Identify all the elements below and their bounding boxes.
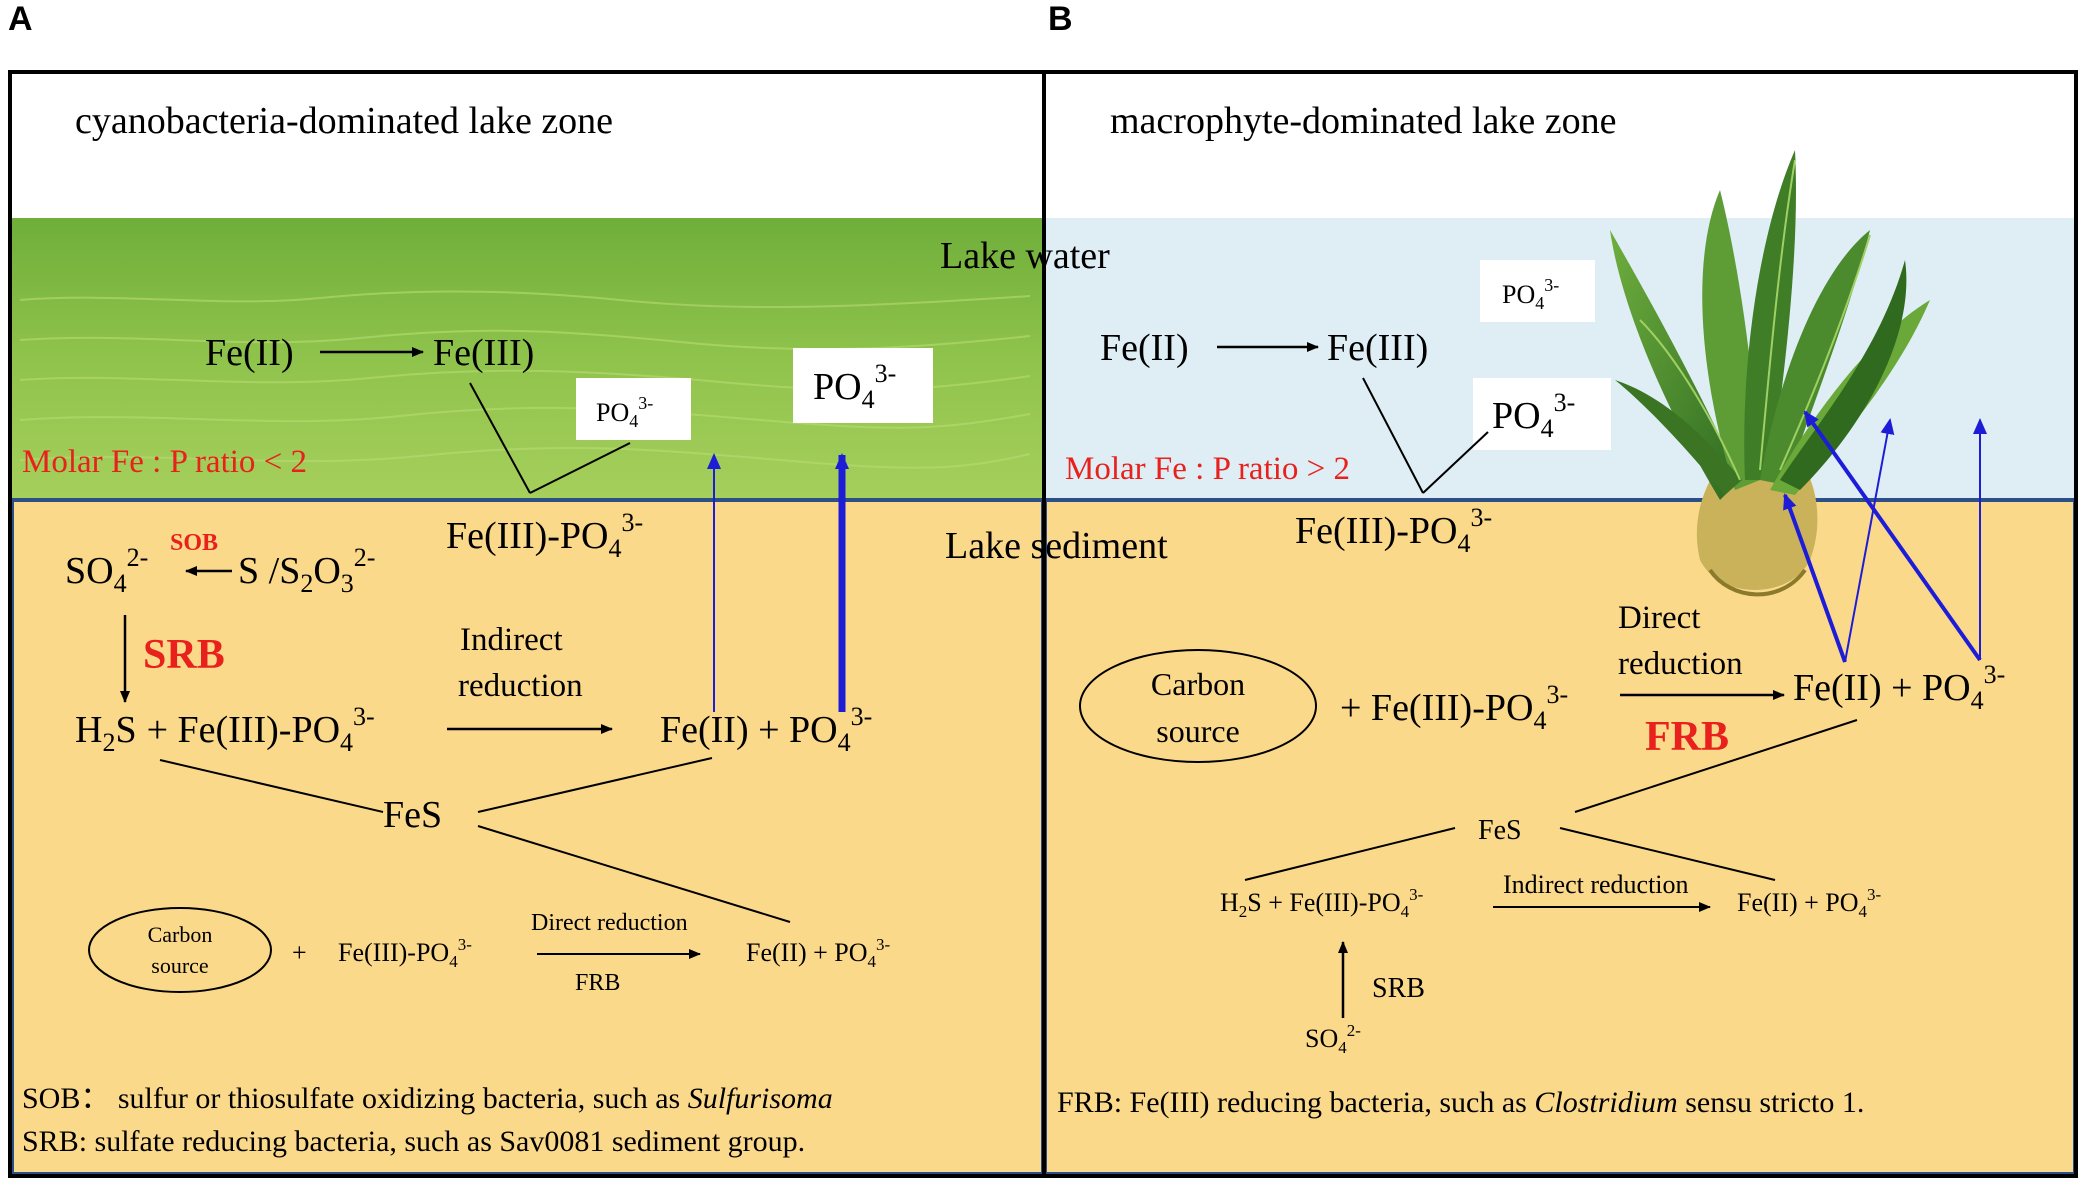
frame-b bbox=[1042, 70, 2078, 1178]
fe3po4-small-a: Fe(III)-PO43- bbox=[338, 935, 472, 971]
po4-box-big-text-a: PO43- bbox=[813, 359, 896, 414]
fes-a: FeS bbox=[383, 794, 442, 836]
uptake-arrow-1-b bbox=[1783, 493, 1847, 663]
po4-box-big-text-b: PO43- bbox=[1492, 388, 1575, 443]
panel-b: macrophyte-dominated lake zone Lake wate… bbox=[940, 100, 2077, 1176]
link-fe3-a bbox=[469, 382, 531, 494]
zone-title-a: cyanobacteria-dominated lake zone bbox=[75, 100, 613, 142]
footnote-srb-a: SRB: sulfate reducing bacteria, such as … bbox=[22, 1125, 805, 1158]
indirect-label-1-a: Indirect bbox=[460, 622, 563, 658]
link-po4-a bbox=[529, 442, 631, 494]
fe3-water-b: Fe(III) bbox=[1327, 327, 1428, 369]
fe3po4-sediment-b: Fe(III)-PO43- bbox=[1295, 503, 1492, 558]
po4-box-small-text-b: PO43- bbox=[1502, 275, 1559, 313]
frb-label-b: FRB bbox=[1645, 714, 1729, 760]
fe3po4-sediment-a: Fe(III)-PO43- bbox=[446, 508, 643, 563]
ratio-label-b: Molar Fe : P ratio > 2 bbox=[1065, 451, 1350, 487]
fe2-po4-small-b: Fe(II) + PO43- bbox=[1737, 885, 1882, 921]
carbon-source-2-a: source bbox=[151, 953, 208, 978]
footnote-sob-a: SOB： sulfur or thiosulfate oxidizing bac… bbox=[22, 1082, 833, 1115]
sediment-background-b bbox=[1045, 500, 2075, 1174]
fe3-water-a: Fe(III) bbox=[433, 332, 534, 374]
indirect-reduction-b: Indirect reduction bbox=[1503, 870, 1689, 899]
fes-link-left-a bbox=[159, 759, 384, 813]
uptake-arrow-3-b bbox=[1803, 410, 1982, 662]
so4-b: SO42- bbox=[1305, 1021, 1361, 1057]
po4-box-big-a bbox=[793, 348, 933, 423]
fe2-po4-sediment-a: Fe(II) + PO43- bbox=[660, 702, 872, 757]
fes-link-right-b bbox=[1559, 827, 1776, 881]
fe2-po4-sediment-b: Fe(II) + PO43- bbox=[1793, 660, 2005, 715]
carbon-source-1-a: Carbon bbox=[148, 922, 213, 947]
carbon-source-ellipse-b bbox=[1079, 649, 1317, 763]
carbon-source-2-b: source bbox=[1156, 713, 1240, 749]
po4-box-small-a bbox=[576, 378, 691, 440]
carbon-source-1-b: Carbon bbox=[1151, 666, 1245, 702]
srb-label-a: SRB bbox=[143, 632, 225, 678]
so4-a: SO42- bbox=[65, 543, 148, 598]
link-fe3-b bbox=[1362, 377, 1424, 494]
h2s-fe3po4-b: H2S + Fe(III)-PO43- bbox=[1220, 885, 1424, 921]
footnote-frb-b: FRB: Fe(III) reducing bacteria, such as … bbox=[1057, 1086, 1864, 1119]
carbon-source-ellipse-a bbox=[88, 907, 272, 993]
h2s-fe3po4-a: H2S+ Fe(III)-PO43- bbox=[75, 702, 375, 757]
fes-link-right-a bbox=[477, 757, 713, 813]
frb-small-a: FRB bbox=[575, 970, 620, 996]
panel-a: cyanobacteria-dominated lake zone Fe(II)… bbox=[10, 100, 1045, 1176]
direct-reduction-a: Direct reduction bbox=[531, 910, 688, 936]
indirect-label-2-a: reduction bbox=[458, 668, 583, 704]
fe2-water-a: Fe(II) bbox=[205, 332, 294, 374]
panel-label-a: A bbox=[8, 0, 33, 38]
srb-small-b: SRB bbox=[1372, 973, 1425, 1004]
direct-label-2-b: reduction bbox=[1618, 646, 1743, 682]
lake-sediment-label: Lake sediment bbox=[945, 525, 1168, 567]
fe2-water-b: Fe(II) bbox=[1100, 327, 1189, 369]
sediment-background-a bbox=[12, 500, 1043, 1174]
plus-a: + bbox=[292, 938, 307, 967]
fes-link-left-b bbox=[1244, 827, 1456, 881]
s-s2o3-a: S /S2O32- bbox=[238, 543, 375, 598]
uptake-arrow-2-b bbox=[1844, 418, 1895, 663]
direct-label-1-b: Direct bbox=[1618, 600, 1700, 636]
panel-label-b: B bbox=[1048, 0, 1073, 38]
macrophyte-plant bbox=[1610, 150, 1930, 597]
zone-title-b: macrophyte-dominated lake zone bbox=[1110, 100, 1616, 142]
fes-b: FeS bbox=[1478, 815, 1522, 846]
fes-link-lower-a bbox=[477, 825, 791, 923]
fe2-po4-small-a: Fe(II) + PO43- bbox=[746, 935, 891, 971]
sob-label-a: SOB bbox=[170, 530, 218, 556]
link-po4-b bbox=[1422, 431, 1489, 494]
fes-link-upper-b bbox=[1574, 719, 1858, 813]
po4-box-small-b bbox=[1480, 260, 1595, 322]
plus-fe3po4-b: + Fe(III)-PO43- bbox=[1340, 680, 1568, 735]
lake-water-label: Lake water bbox=[940, 235, 1110, 277]
po4-box-small-text-a: PO43- bbox=[596, 393, 653, 431]
po4-box-big-b bbox=[1473, 378, 1611, 450]
ratio-label-a: Molar Fe : P ratio < 2 bbox=[22, 444, 307, 480]
